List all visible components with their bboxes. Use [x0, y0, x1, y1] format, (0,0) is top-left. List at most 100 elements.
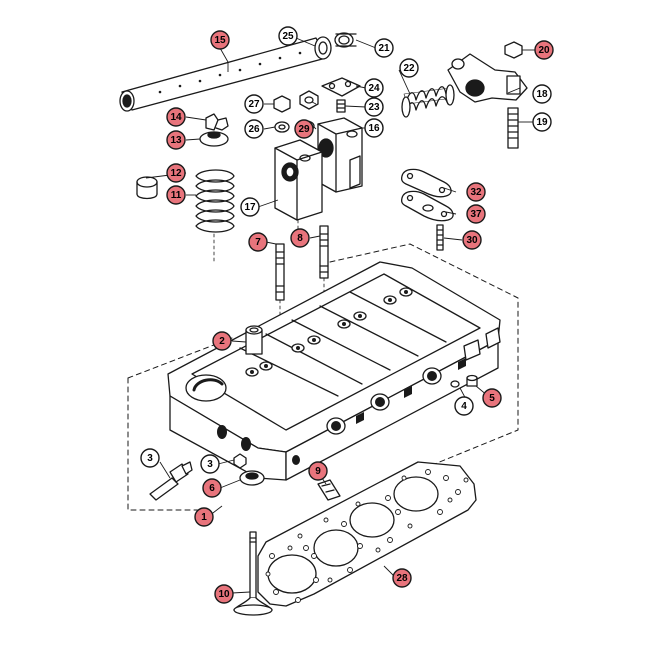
callout-p11: 11 — [166, 185, 186, 205]
callout-circle — [466, 204, 486, 224]
callout-p26: 26 — [244, 119, 264, 139]
callout-p16: 16 — [364, 118, 384, 138]
callout-circle — [532, 84, 552, 104]
callout-p13: 13 — [166, 130, 186, 150]
callout-number: 32 — [470, 187, 482, 198]
leader-lines — [145, 37, 536, 594]
core-plug-small — [450, 380, 460, 388]
valve-collets — [205, 113, 229, 131]
callout-number: 2 — [219, 336, 225, 347]
callout-p24: 24 — [364, 78, 384, 98]
callout-number: 24 — [368, 83, 380, 94]
callout-p9: 9 — [308, 461, 328, 481]
callout-p2: 2 — [212, 331, 232, 351]
callout-p6: 6 — [202, 478, 222, 498]
rocker-pedestal-front — [274, 139, 323, 221]
callout-circle — [308, 461, 328, 481]
manifold-gasket-upper — [400, 168, 452, 198]
callout-circle — [364, 118, 384, 138]
callout-p14: 14 — [166, 107, 186, 127]
callout-circle — [364, 97, 384, 117]
manifold-gasket-lower — [400, 190, 454, 222]
callout-circle — [244, 94, 264, 114]
callout-p17: 17 — [240, 197, 260, 217]
callout-circle — [294, 119, 314, 139]
callout-number: 29 — [298, 124, 310, 135]
rocker-spacer-spring — [401, 84, 455, 118]
callout-p10: 10 — [214, 584, 234, 604]
callout-number: 25 — [282, 31, 294, 42]
callout-circle — [248, 232, 268, 252]
callout-p15: 15 — [210, 30, 230, 50]
callout-number: 17 — [244, 202, 256, 213]
cylinder-head-gasket — [257, 461, 477, 607]
callout-number: 16 — [368, 123, 380, 134]
oil-feed-plate — [321, 77, 361, 97]
pedestal-washer-small — [274, 121, 290, 133]
callout-number: 15 — [214, 35, 226, 46]
callout-circle — [240, 197, 260, 217]
callout-number: 11 — [171, 190, 182, 201]
callout-number: 9 — [315, 466, 321, 477]
callout-circle — [532, 112, 552, 132]
callout-number: 1 — [201, 512, 207, 523]
tappet-adjusting-screw — [507, 107, 519, 149]
valve-spring-cap — [199, 131, 229, 147]
callout-p1: 1 — [194, 507, 214, 527]
valve-spring — [195, 169, 235, 233]
exhaust-manifold-stud — [317, 479, 341, 501]
callout-circle — [166, 185, 186, 205]
callout-number: 10 — [218, 589, 230, 600]
callout-circle — [392, 568, 412, 588]
adjuster-locknut — [504, 41, 523, 59]
callout-p21: 21 — [374, 38, 394, 58]
callout-number: 4 — [461, 401, 467, 412]
callout-number: 20 — [538, 45, 550, 56]
pedestal-nut — [273, 95, 291, 113]
callout-number: 37 — [470, 209, 482, 220]
head-stud-short — [319, 225, 329, 279]
callout-number: 28 — [396, 573, 408, 584]
shaft-spring-clip — [334, 32, 357, 48]
callout-number: 21 — [378, 43, 390, 54]
callout-number: 23 — [368, 102, 380, 113]
callout-circle — [140, 448, 160, 468]
callout-p27: 27 — [244, 94, 264, 114]
oil-feed-bolt — [336, 99, 346, 113]
core-plug-large — [466, 374, 478, 387]
callout-p3b: 3 — [200, 454, 220, 474]
callout-circle — [200, 454, 220, 474]
callout-circle — [202, 478, 222, 498]
callout-p7: 7 — [248, 232, 268, 252]
callout-number: 26 — [248, 124, 260, 135]
callout-p25: 25 — [278, 26, 298, 46]
callout-p30: 30 — [462, 230, 482, 250]
callout-number: 18 — [536, 89, 548, 100]
cylinder-head-block — [167, 261, 501, 481]
callout-circle — [166, 163, 186, 183]
callout-circle — [194, 507, 214, 527]
engine-valve — [233, 531, 273, 616]
callout-circle — [454, 396, 474, 416]
sealing-washer-large — [239, 470, 265, 486]
callout-p4: 4 — [454, 396, 474, 416]
callout-circle — [399, 58, 419, 78]
callout-circle — [212, 331, 232, 351]
callout-circle — [244, 119, 264, 139]
callout-circle — [364, 78, 384, 98]
callout-circle — [374, 38, 394, 58]
callout-number: 6 — [209, 483, 215, 494]
callout-number: 12 — [170, 168, 182, 179]
rocker-pedestal-rear — [317, 117, 363, 193]
callout-circle — [462, 230, 482, 250]
callout-p3a: 3 — [140, 448, 160, 468]
callout-circle — [166, 130, 186, 150]
head-stud-long — [275, 243, 285, 301]
locating-dowel — [245, 325, 263, 355]
pedestal-nut-large — [299, 90, 319, 110]
callout-circle — [166, 107, 186, 127]
callout-circle — [466, 182, 486, 202]
callout-number: 8 — [297, 233, 303, 244]
